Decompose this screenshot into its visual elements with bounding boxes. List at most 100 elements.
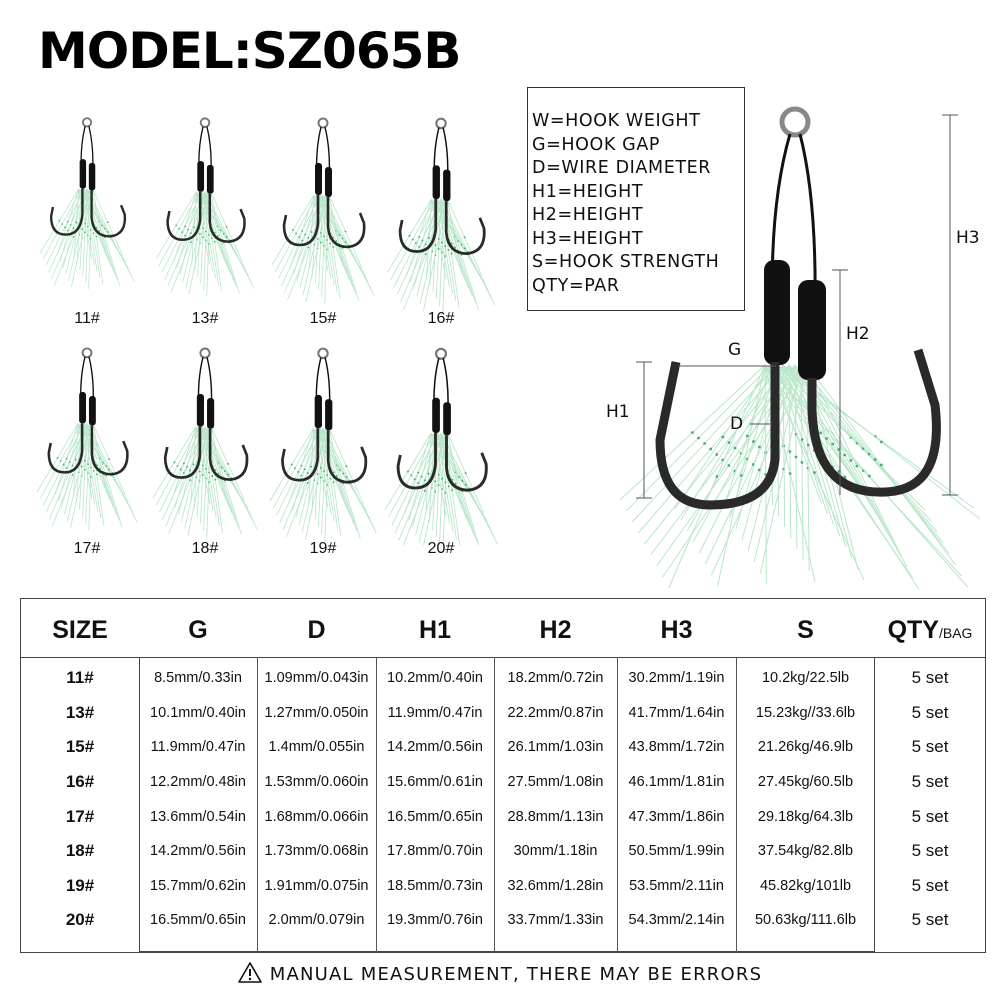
header-s: S: [797, 615, 814, 644]
cell-qty: 5 set: [911, 841, 949, 861]
hook-item: 18#: [146, 345, 264, 557]
legend-item: D=WIRE DIAMETER: [532, 158, 712, 178]
cell-h3: 41.7mm/1.64in: [628, 704, 725, 721]
header-qty-suffix: /BAG: [938, 624, 973, 641]
dimension-diagram: H3 H2 H1 G D: [600, 100, 1000, 600]
cell-h1: 10.2mm/0.40in: [387, 670, 483, 687]
cell-g: 16.5mm/0.65in: [150, 912, 246, 929]
cell-qty: 5 set: [911, 668, 949, 688]
hook-item: 20#: [382, 345, 500, 557]
hook-item: 13#: [146, 115, 264, 327]
cell-size: 18#: [65, 841, 95, 861]
cell-h2: 30mm/1.18in: [513, 843, 598, 860]
cell-h1: 11.9mm/0.47in: [387, 704, 483, 721]
column-divider: [257, 657, 258, 952]
cell-s: 37.54kg/82.8lb: [757, 843, 854, 860]
cell-d: 2.0mm/0.079in: [268, 912, 365, 929]
cell-d: 1.27mm/0.050in: [264, 704, 369, 721]
cell-h2: 32.6mm/1.28in: [507, 877, 604, 894]
assist-hook-image: [387, 117, 496, 314]
cell-h1: 15.6mm/0.61in: [387, 774, 483, 791]
cell-h1: 18.5mm/0.73in: [387, 877, 483, 894]
assist-hook-image: [39, 117, 135, 289]
cell-size: 20#: [65, 910, 95, 930]
assist-hook-image: [36, 347, 138, 531]
cell-d: 1.09mm/0.043in: [264, 670, 369, 687]
cell-s: 29.18kg/64.3lb: [757, 808, 854, 825]
cell-size: 13#: [65, 702, 95, 722]
cell-d: 1.4mm/0.055in: [268, 739, 365, 756]
model-title: MODEL:SZ065B: [38, 22, 462, 80]
assist-hook-image: [152, 347, 258, 538]
cell-qty: 5 set: [911, 737, 949, 757]
spec-table: SIZE G D H1 H2 H3 S QTY/BAG 11#8.5mm/0.3…: [20, 598, 986, 953]
header-g: G: [188, 615, 208, 644]
legend-item: H2=HEIGHT: [532, 205, 644, 225]
cell-g: 11.9mm/0.47in: [150, 739, 246, 756]
warning-icon: [237, 962, 262, 983]
disclaimer: MANUAL MEASUREMENT, THERE MAY BE ERRORS: [0, 962, 1000, 985]
cell-h2: 27.5mm/1.08in: [507, 774, 604, 791]
cell-g: 12.2mm/0.48in: [150, 774, 246, 791]
hook-size-label: 17#: [73, 540, 101, 557]
legend-item: G=HOOK GAP: [532, 134, 661, 155]
cell-size: 17#: [65, 806, 95, 826]
table-row: 16# 12.2mm/0.48in 1.53mm/0.060in 15.6mm/0.6…: [21, 765, 985, 800]
legend-item: QTY=PAR: [532, 275, 620, 296]
cell-qty: 5 set: [911, 702, 949, 722]
cell-qty: 5 set: [911, 772, 949, 792]
hook-size-label: 19#: [309, 540, 337, 557]
cell-s: 21.26kg/46.9lb: [757, 739, 854, 756]
dimension-legend: W=HOOK WEIGHT G=HOOK GAP D=WIRE DIAMETER…: [527, 87, 745, 311]
cell-h3: 46.1mm/1.81in: [628, 774, 725, 791]
cell-h1: 17.8mm/0.70in: [387, 843, 483, 860]
cell-h3: 43.8mm/1.72in: [628, 739, 725, 756]
assist-hook-image: [155, 117, 255, 297]
cell-h3: 53.5mm/2.11in: [629, 877, 724, 894]
hook-size-label: 20#: [427, 540, 455, 557]
disclaimer-text: MANUAL MEASUREMENT, THERE MAY BE ERRORS: [269, 964, 763, 985]
cell-g: 13.6mm/0.54in: [150, 808, 246, 825]
cell-g: 8.5mm/0.33in: [154, 670, 242, 687]
assist-hook-image: [269, 347, 377, 542]
large-hook-image: [619, 106, 981, 590]
assist-hook-image: [271, 117, 375, 305]
hook-item: 16#: [382, 115, 500, 327]
assist-hook-image: [384, 347, 498, 545]
cell-g: 15.7mm/0.62in: [150, 877, 246, 894]
cell-d: 1.53mm/0.060in: [264, 774, 369, 791]
header-size: SIZE: [52, 615, 108, 644]
h2-label: H2: [846, 324, 870, 344]
cell-qty: 5 set: [911, 910, 949, 930]
d-label: D: [730, 414, 744, 434]
header-d: D: [307, 615, 326, 644]
hook-size-label: 11#: [74, 310, 100, 327]
table-row: 11# 8.5mm/0.33in 1.09mm/0.043in 10.2mm/0.40…: [21, 661, 985, 696]
hook-size-grid: 11# 13# 15# 16# 17# 18# 19# 20#: [28, 115, 498, 585]
cell-d: 1.91mm/0.075in: [264, 877, 369, 894]
cell-h3: 30.2mm/1.19in: [628, 670, 725, 687]
header-divider: [21, 657, 985, 658]
cell-qty: 5 set: [911, 875, 949, 895]
cell-h2: 33.7mm/1.33in: [507, 912, 604, 929]
header-h2: H2: [539, 615, 572, 644]
header-h3: H3: [660, 615, 693, 644]
h1-label: H1: [606, 402, 630, 422]
header-qty: QTY/BAG: [875, 599, 985, 661]
g-label: G: [728, 340, 742, 360]
cell-s: 27.45kg/60.5lb: [757, 774, 854, 791]
cell-d: 1.68mm/0.066in: [264, 808, 369, 825]
hook-item: 11#: [28, 115, 146, 327]
h3-label: H3: [956, 228, 980, 248]
column-divider: [736, 657, 737, 952]
cell-size: 16#: [65, 772, 95, 792]
hook-item: 19#: [264, 345, 382, 557]
table-row: 18# 14.2mm/0.56in 1.73mm/0.068in 17.8mm/0.7…: [21, 834, 985, 869]
cell-d: 1.73mm/0.068in: [264, 843, 369, 860]
cell-g: 14.2mm/0.56in: [150, 843, 246, 860]
cell-size: 11#: [66, 668, 94, 688]
cell-h2: 22.2mm/0.87in: [507, 704, 604, 721]
